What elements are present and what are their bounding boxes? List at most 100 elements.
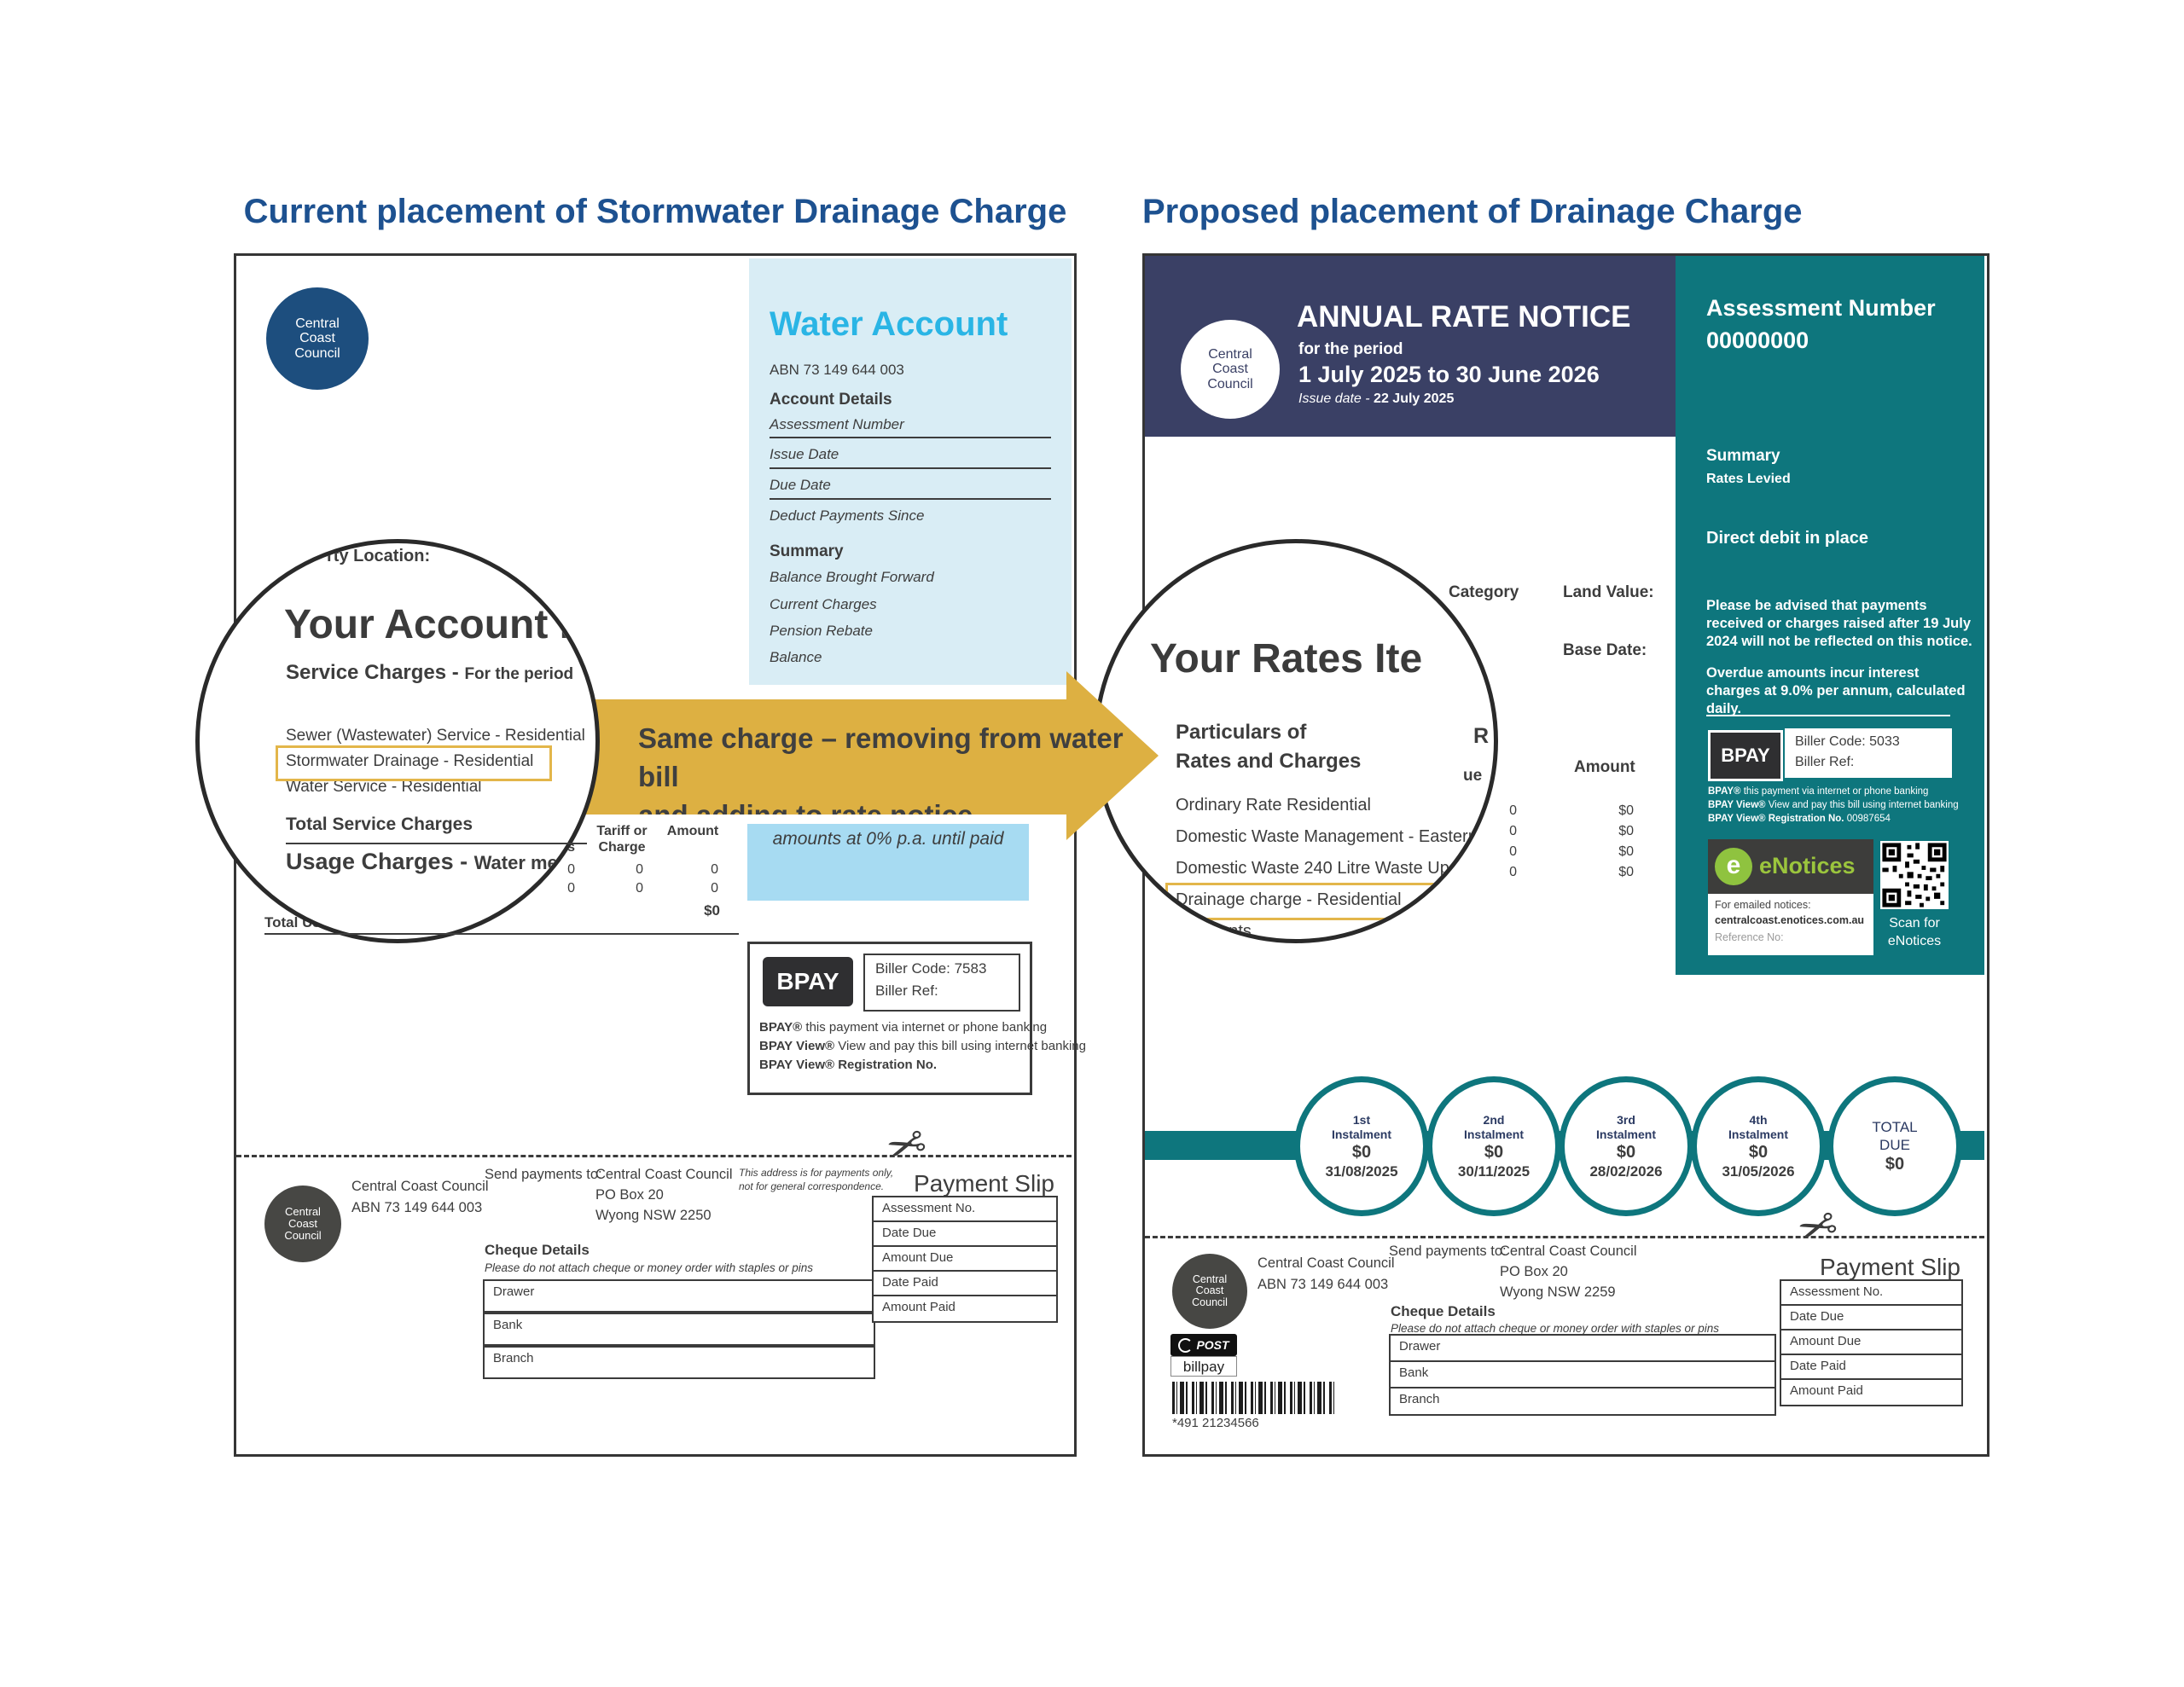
address-note-2: not for general correspondence. [739, 1180, 885, 1192]
water-bill-side-panel [749, 258, 1072, 685]
instalment-label: Instalment [1463, 1127, 1524, 1141]
logo-line: Coast [288, 1217, 317, 1231]
slip-field-label: Assessment No. [882, 1201, 976, 1215]
zero-cell: 0 [1509, 803, 1517, 818]
qr-caption-line: eNotices [1887, 934, 1942, 948]
cheque-field-label: Branch [493, 1351, 534, 1365]
logo-line: Council [1207, 376, 1253, 391]
service-charges-bold: Service Charges - [286, 661, 465, 684]
slip-field-label: Amount Paid [882, 1300, 956, 1314]
instalment-ordinal: 3rd [1617, 1112, 1635, 1127]
instalment-circle-3: 3rd Instalment $0 28/02/2026 [1559, 1076, 1693, 1216]
cell: 0 [567, 881, 575, 896]
rates-title-partial: Your Rates Ite [1150, 636, 1423, 681]
account-details-heading: Account Details [770, 391, 892, 409]
cell: 0 [711, 881, 718, 896]
cheque-field-bank: Bank [483, 1313, 875, 1346]
rates-levied-label: Rates Levied [1706, 472, 1791, 486]
cheque-note: Please do not attach cheque or money ord… [485, 1261, 813, 1274]
logo-line: Central [1208, 347, 1252, 362]
instalment-amount: $0 [1484, 1142, 1504, 1162]
logo-line: Central [285, 1205, 321, 1219]
instalment-label: Instalment [1331, 1127, 1391, 1141]
cheque-note: Please do not attach cheque or money ord… [1391, 1322, 1719, 1335]
direct-debit-label: Direct debit in place [1706, 529, 1869, 548]
slip-field-label: Date Paid [1790, 1359, 1846, 1373]
instalment-ordinal: 2nd [1483, 1112, 1505, 1127]
slip-abn: ABN 73 149 644 003 [351, 1200, 483, 1215]
cheque-details-heading: Cheque Details [485, 1242, 590, 1258]
instalment-circle-2: 2nd Instalment $0 30/11/2025 [1426, 1076, 1561, 1216]
slip-field-date-due: Date Due [872, 1220, 1058, 1249]
cheque-field-label: Drawer [1399, 1339, 1441, 1354]
cut-line [236, 1155, 1072, 1157]
slip-field-label: Assessment No. [1790, 1284, 1884, 1299]
usage-charges-rest: Water mete [473, 852, 575, 873]
qr-caption-line: Scan for [1889, 916, 1940, 930]
bpay-line-2: BPAY View® View and pay this bill using … [759, 1039, 1086, 1053]
summary-field: Balance Brought Forward [770, 569, 934, 585]
amount-header: Amount [1574, 758, 1635, 776]
period-value: 1 July 2025 to 30 June 2026 [1298, 362, 1600, 387]
bpay-line-bold: BPAY® [759, 1020, 803, 1035]
rates-magnifier: Your Rates Ite Particulars of Rates and … [1094, 539, 1498, 943]
usage-total-rule [264, 933, 739, 935]
cheque-details-heading: Cheque Details [1391, 1303, 1496, 1319]
total-due-amount: $0 [1885, 1155, 1905, 1174]
water-account-title: Water Account [770, 305, 1008, 343]
enotices-reference: Reference No: [1715, 931, 1784, 943]
send-po: PO Box 20 [595, 1187, 664, 1203]
biller-ref: Biller Ref: [875, 983, 938, 999]
col-tariff-2: Charge [598, 840, 646, 855]
slip-field-label: Amount Due [882, 1250, 954, 1265]
issue-date-label: Issue date - [1298, 391, 1374, 406]
logo-line: Council [1192, 1296, 1228, 1308]
zero-cell: 0 [1509, 824, 1517, 838]
land-value-header: Land Value: [1563, 583, 1654, 601]
bpay-line-bold: BPAY View® Registration No. [1708, 814, 1844, 824]
rates-item-highlighted: Drainage charge - Residential [1176, 890, 1402, 909]
cheque-field-drawer: Drawer [1389, 1334, 1776, 1363]
barcode [1172, 1382, 1334, 1414]
send-payments-label: Send payments to: [1389, 1244, 1507, 1259]
instalment-label: Instalment [1728, 1127, 1788, 1141]
total-due-label: TOTAL [1872, 1119, 1918, 1135]
cell: 0 [636, 881, 643, 896]
bpay-line-bold: BPAY View® [759, 1039, 835, 1053]
right-title: Proposed placement of Drainage Charge [1142, 193, 1803, 230]
slip-org: Central Coast Council [351, 1179, 489, 1194]
col-tariff-1: Tariff or [596, 824, 648, 838]
service-item-highlighted: Stormwater Drainage - Residential [286, 752, 534, 770]
service-total-rule [286, 843, 587, 844]
value-col-partial: ue [1463, 767, 1483, 785]
post-circle-icon [1178, 1337, 1194, 1353]
cut-line [1145, 1236, 1984, 1238]
property-location-partial: rty Location: [327, 547, 431, 565]
slip-field-label: Amount Paid [1790, 1383, 1863, 1398]
usage-total-amount: $0 [704, 902, 720, 919]
bpay-line-3: BPAY View® Registration No. [759, 1058, 937, 1072]
instalment-date: 31/05/2026 [1722, 1162, 1795, 1180]
send-city: Wyong NSW 2250 [595, 1208, 712, 1223]
slip-field-amount-paid: Amount Paid [1780, 1378, 1963, 1406]
council-logo-white: Central Coast Council [1181, 320, 1280, 419]
summary-field: Balance [770, 649, 822, 665]
send-org: Central Coast Council [1500, 1244, 1637, 1259]
bpay-line-1: BPAY® this payment via internet or phone… [759, 1020, 1047, 1035]
zero-cell: 0 [1509, 844, 1517, 859]
summary-field: Pension Rebate [770, 623, 873, 639]
instalment-ordinal: 1st [1352, 1112, 1371, 1127]
instalment-amount: $0 [1351, 1142, 1372, 1162]
instalment-date: 28/02/2026 [1589, 1162, 1663, 1180]
period-label: for the period [1298, 340, 1403, 358]
bpay-logo: BPAY [1708, 730, 1783, 781]
bpay-line-text: View and pay this bill using internet ba… [838, 1039, 1086, 1053]
rates-item: Payments [1176, 922, 1252, 941]
usage-charges-heading: Usage Charges - Water mete [286, 849, 574, 875]
field-label: Due Date [770, 477, 831, 493]
instalment-date: 31/08/2025 [1325, 1162, 1398, 1180]
rates-item: Domestic Waste 240 Litre Waste Upgrad [1176, 859, 1484, 878]
send-po: PO Box 20 [1500, 1264, 1568, 1279]
logo-line: Coast [299, 331, 335, 346]
slip-field-amount-paid: Amount Paid [872, 1295, 1058, 1323]
